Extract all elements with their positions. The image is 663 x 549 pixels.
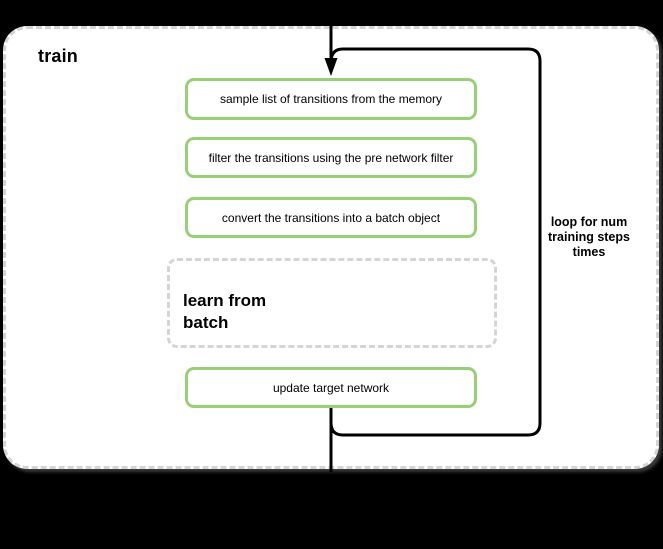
loop-annotation: loop for num training steps times xyxy=(548,215,630,259)
step-convert-to-batch: convert the transitions into a batch obj… xyxy=(185,197,477,238)
subprocess-learn-from-batch: learn from batch xyxy=(167,258,497,348)
step-label: sample list of transitions from the memo… xyxy=(219,92,443,106)
step-label: update target network xyxy=(272,380,390,395)
step-label: convert the transitions into a batch obj… xyxy=(221,210,441,225)
diagram-title: train xyxy=(38,46,79,66)
step-update-target-network: update target network xyxy=(185,367,477,408)
step-sample-transitions: sample list of transitions from the memo… xyxy=(185,78,477,120)
subprocess-label: learn from batch xyxy=(183,291,267,332)
step-label: filter the transitions using the pre net… xyxy=(208,150,454,165)
step-filter-transitions: filter the transitions using the pre net… xyxy=(185,137,477,178)
